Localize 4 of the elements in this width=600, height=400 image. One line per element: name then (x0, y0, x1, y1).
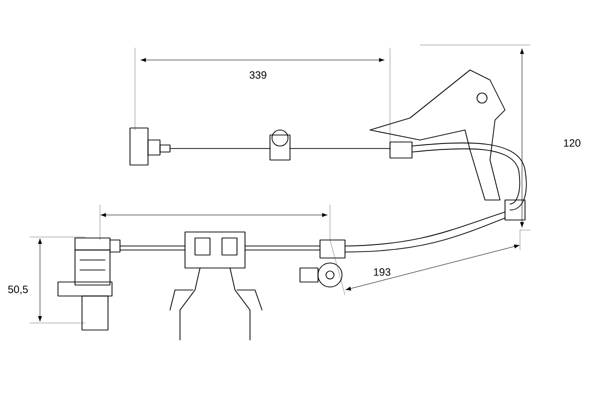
dimension-label: 339 (250, 71, 266, 79)
dimension-label: 120 (564, 139, 580, 147)
dimension-label: 50,5 (8, 286, 28, 294)
dimension-label: 193 (374, 268, 390, 276)
